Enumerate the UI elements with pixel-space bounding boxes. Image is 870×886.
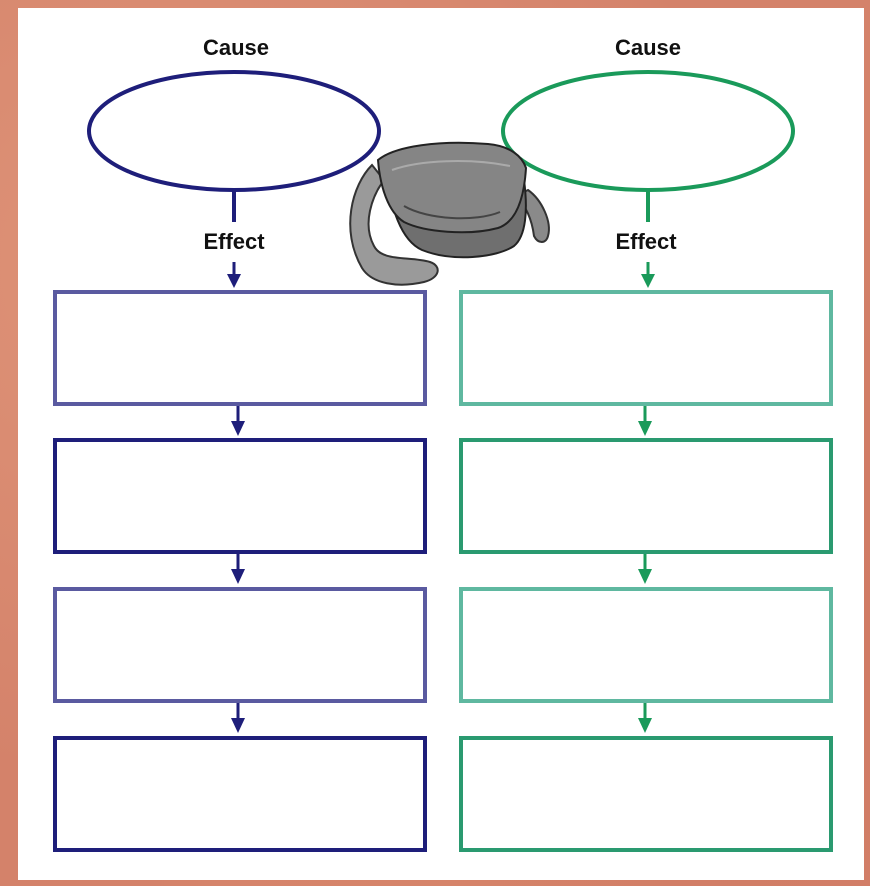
left-effect-box-1[interactable] [53,290,427,406]
left-effect-box-4[interactable] [53,736,427,852]
left-effect-box-2[interactable] [53,438,427,554]
right-effect-box-3[interactable] [459,587,833,703]
left-arrow-2 [231,421,245,436]
right-chain [459,70,833,852]
left-effect-box-3[interactable] [53,587,427,703]
right-effect-label: Effect [615,229,677,254]
purse-icon [349,141,550,286]
right-effect-box-2[interactable] [459,438,833,554]
right-effect-box-4[interactable] [459,736,833,852]
left-arrow-4 [231,718,245,733]
left-cause-label: Cause [202,35,270,60]
left-arrow-3 [231,569,245,584]
left-effect-label: Effect [203,229,265,254]
right-arrow-4 [638,718,652,733]
right-arrow-2 [638,421,652,436]
right-arrow-1 [641,274,655,288]
left-cause-oval[interactable] [87,70,381,192]
right-arrow-3 [638,569,652,584]
left-arrow-1 [227,274,241,288]
right-effect-box-1[interactable] [459,290,833,406]
right-cause-label: Cause [614,35,682,60]
left-chain [53,70,427,852]
right-cause-oval[interactable] [501,70,795,192]
